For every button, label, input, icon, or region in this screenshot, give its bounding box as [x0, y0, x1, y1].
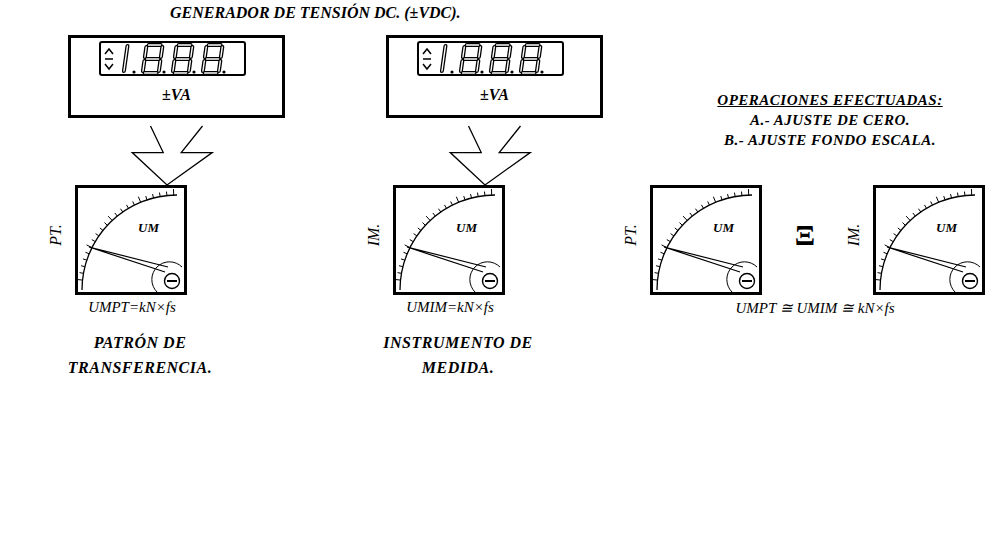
- unit-label: UM: [936, 220, 957, 236]
- analog-meter: IM.UM: [393, 185, 505, 295]
- unit-label: UM: [138, 220, 159, 236]
- instrument-label: IM.: [365, 215, 383, 255]
- analog-meter: PT.UM: [75, 185, 187, 295]
- signal-arrow: [132, 126, 212, 185]
- lcd-display: [100, 42, 245, 75]
- operation-item: B.- AJUSTE FONDO ESCALA.: [680, 132, 980, 149]
- caption-text: PATRÓN DE TRANSFERENCIA.: [60, 330, 220, 380]
- formula: UMPT=kN×fs: [32, 299, 232, 316]
- meter-face: [77, 189, 182, 292]
- equivalence-symbol: Ξ: [780, 218, 830, 252]
- signal-arrow: [450, 126, 530, 185]
- analog-meter: IM.UM: [873, 185, 985, 295]
- instrument-label: PT.: [47, 215, 65, 255]
- meter-face: [395, 189, 500, 292]
- dc-voltage-generator: ±VA: [386, 35, 603, 118]
- caption-text: INSTRUMENTO DE MEDIDA.: [366, 330, 551, 380]
- unit-label: UM: [456, 220, 477, 236]
- operation-item: A.- AJUSTE DE CERO.: [680, 112, 980, 129]
- instrument-label: IM.: [845, 215, 863, 255]
- meter-face: [875, 189, 980, 292]
- voltage-readout: ±VA: [389, 86, 600, 104]
- instrument-label: PT.: [622, 215, 640, 255]
- analog-meter: PT.UM: [650, 185, 762, 295]
- meter-face: [652, 189, 757, 292]
- lcd-display: [418, 42, 563, 75]
- voltage-readout: ±VA: [71, 86, 282, 104]
- dc-voltage-generator: ±VA: [68, 35, 285, 118]
- formula: UMPT ≅ UMIM ≅ kN×fs: [695, 299, 935, 317]
- unit-label: UM: [713, 220, 734, 236]
- diagram-title: GENERADOR DE TENSIÓN DC. (±VDC).: [170, 4, 461, 22]
- operations-heading: OPERACIONES EFECTUADAS:: [680, 92, 980, 109]
- formula: UMIM=kN×fs: [350, 299, 550, 316]
